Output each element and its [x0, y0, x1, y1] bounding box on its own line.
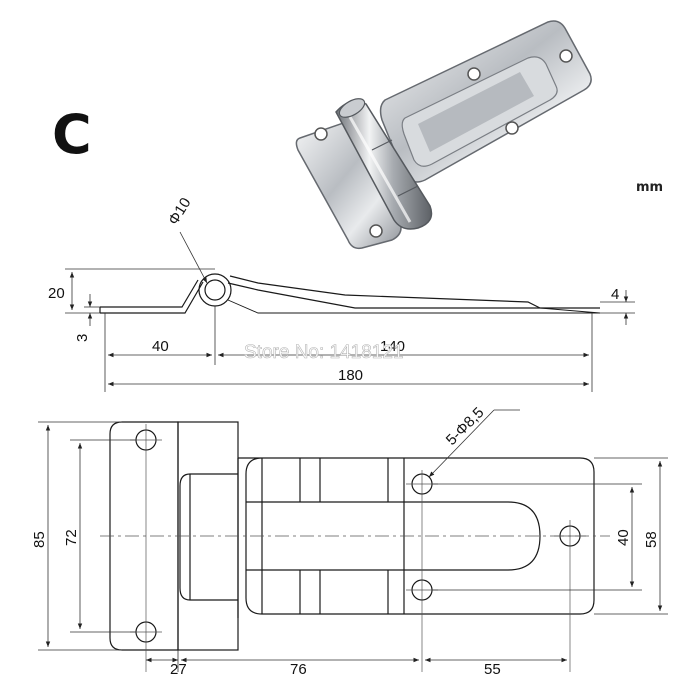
variant-letter: C: [52, 103, 92, 166]
total-length-label: 180: [338, 367, 363, 384]
end-span-label: 55: [484, 661, 501, 678]
height-label: 20: [48, 285, 65, 302]
strap-height-label: 58: [643, 531, 660, 548]
side-view-labels: Φ10 20 3 4 40 140 180: [48, 195, 619, 384]
store-watermark: Store No: 1418121: [244, 342, 404, 363]
mid-span-label: 76: [290, 661, 307, 678]
short-leaf-label: 40: [152, 338, 169, 355]
top-view-labels: 85 72 40 58 5-Φ8,5 27 76 55: [31, 404, 660, 678]
hinge-offset-label: 27: [170, 661, 187, 678]
pin-diameter-label: Φ10: [165, 195, 195, 228]
side-view-dimensions: [65, 231, 635, 392]
top-view-dimensions: [38, 409, 668, 672]
side-view: [99, 273, 601, 314]
unit-label: mm: [636, 180, 664, 195]
overall-height-label: 85: [31, 531, 48, 548]
outer-hole-spacing-label: 72: [63, 529, 80, 546]
inner-hole-spacing-label: 40: [615, 529, 632, 546]
thickness-label: 3: [74, 334, 91, 342]
long-leaf-label: 140: [380, 338, 405, 355]
gap-label: 4: [611, 286, 619, 303]
top-view-centerlines: [100, 424, 610, 672]
hinge-photo: [295, 20, 592, 250]
holes-callout-label: 5-Φ8,5: [443, 404, 488, 449]
